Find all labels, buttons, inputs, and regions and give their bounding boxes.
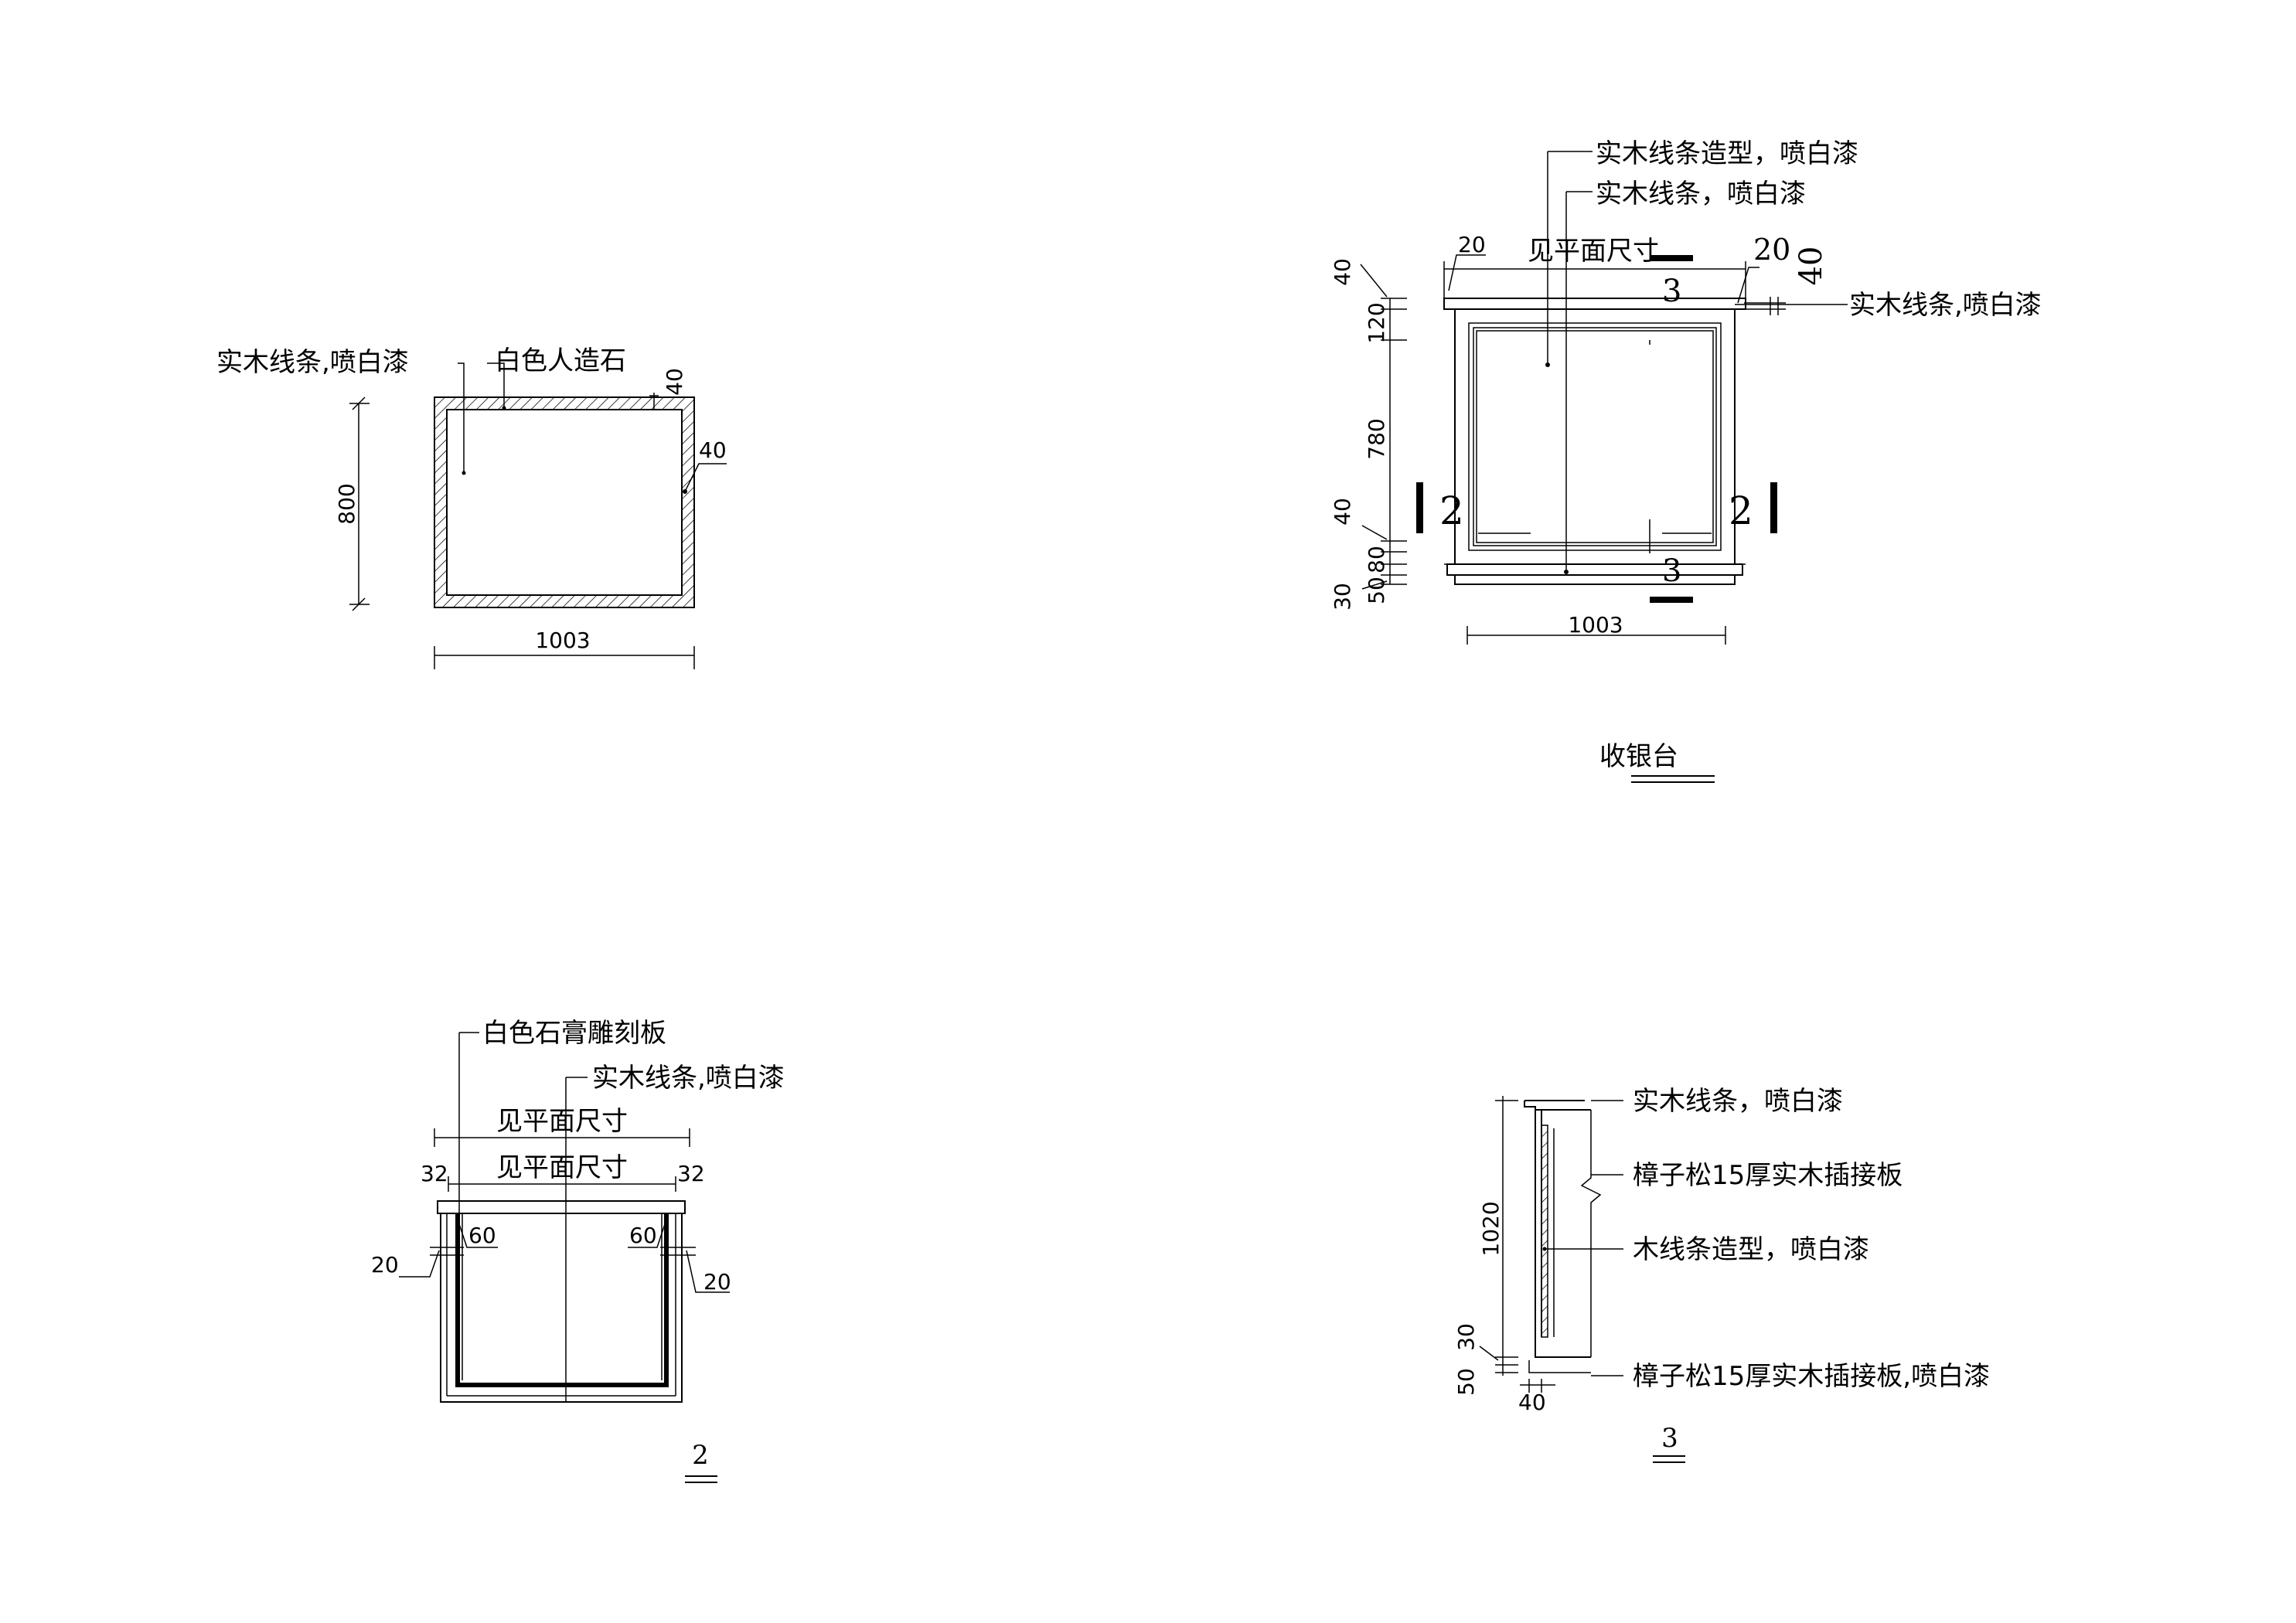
sec3-caption: 3	[1661, 1423, 1678, 1454]
plan-dim-top: 40	[662, 368, 687, 396]
sec3-dim-40: 40	[1518, 1390, 1546, 1415]
plan-dim-height: 800	[334, 483, 359, 524]
elevation-view: 2 2 3 3 实木线条造型，喷白漆 实木线条，喷白漆 见平面尺寸 20 20 …	[1330, 138, 2042, 783]
sec2-dim-20-right: 20	[703, 1269, 731, 1295]
sec2-see-plan-inner: 见平面尺寸	[496, 1152, 628, 1183]
sec2-dim-60-left: 60	[468, 1223, 496, 1248]
section-mark-2-left	[1416, 482, 1423, 533]
sec3-label-molding: 木线条造型，喷白漆	[1633, 1234, 1869, 1265]
sec3-dim-1020: 1020	[1478, 1201, 1504, 1256]
section-mark-2-right	[1770, 482, 1777, 533]
elev-dim-left-20: 20	[1458, 232, 1486, 257]
elev-dim-top-40: 40	[1330, 258, 1355, 286]
plan-dim-width: 1003	[535, 628, 590, 653]
elev-mark-3-bottom: 3	[1662, 553, 1681, 589]
elev-mark-3-top: 3	[1662, 274, 1681, 309]
section-mark-3-top	[1650, 255, 1693, 261]
elev-dim-780: 780	[1364, 418, 1389, 459]
sec2-dim-20-left: 20	[371, 1252, 399, 1278]
sec3-label-pine-paint: 樟子松15厚实木插接板,喷白漆	[1633, 1361, 1990, 1392]
sec2-label-carved: 白色石膏雕刻板	[482, 1018, 666, 1049]
sec2-caption: 2	[692, 1440, 709, 1471]
sec2-dim-32-right: 32	[677, 1161, 705, 1186]
sec3-hatched-panel	[1541, 1125, 1548, 1338]
plan-label-stone: 白色人造石	[495, 345, 626, 376]
section-2-view: 实木线条,喷白漆 白色石膏雕刻板 见平面尺寸 见平面尺寸 32 32 60 60…	[371, 1018, 785, 1483]
plan-dim-side: 40	[699, 437, 727, 463]
elev-label-strip: 实木线条，喷白漆	[1596, 179, 1806, 209]
elev-label-strip-right: 实木线条,喷白漆	[1849, 290, 2042, 321]
section-3-view: 实木线条，喷白漆 樟子松15厚实木插接板 木线条造型，喷白漆 樟子松15厚实木插…	[1453, 1086, 1990, 1463]
sec2-dim-60-right: 60	[629, 1223, 657, 1248]
plan-label-wood-strip: 实木线条,喷白漆	[216, 347, 409, 378]
elev-label-see-plan: 见平面尺寸	[1528, 236, 1659, 267]
elev-dim-40-bottom: 40	[1330, 498, 1355, 526]
sec2-label-strip: 实木线条,喷白漆	[592, 1063, 785, 1094]
elev-dim-120: 120	[1364, 302, 1389, 343]
elev-dim-width: 1003	[1568, 612, 1623, 638]
elev-mark-2-left: 2	[1439, 488, 1464, 533]
elev-dim-right-40: 40	[1794, 247, 1829, 286]
elev-label-molding: 实木线条造型，喷白漆	[1596, 138, 1858, 169]
elev-dim-50: 50	[1364, 577, 1389, 604]
plan-view: 800 1003 实木线条,喷白漆 白色人造石 40 40	[216, 345, 727, 669]
sec3-dim-50: 50	[1453, 1368, 1479, 1396]
section-mark-3-bottom	[1650, 597, 1693, 603]
plan-frame-hatch	[434, 396, 695, 608]
sec3-label-strip: 实木线条，喷白漆	[1633, 1086, 1843, 1117]
elev-dim-30: 30	[1330, 583, 1355, 611]
elev-mark-2-right: 2	[1729, 488, 1753, 533]
sec3-dim-30: 30	[1453, 1323, 1479, 1351]
sec2-dim-32-left: 32	[421, 1161, 448, 1186]
elev-dim-80: 80	[1364, 546, 1389, 573]
sec2-see-plan-outer: 见平面尺寸	[496, 1106, 628, 1137]
elev-dim-right-20: 20	[1753, 233, 1790, 267]
sec3-label-pine: 樟子松15厚实木插接板	[1633, 1160, 1903, 1191]
elev-title: 收银台	[1599, 741, 1678, 772]
